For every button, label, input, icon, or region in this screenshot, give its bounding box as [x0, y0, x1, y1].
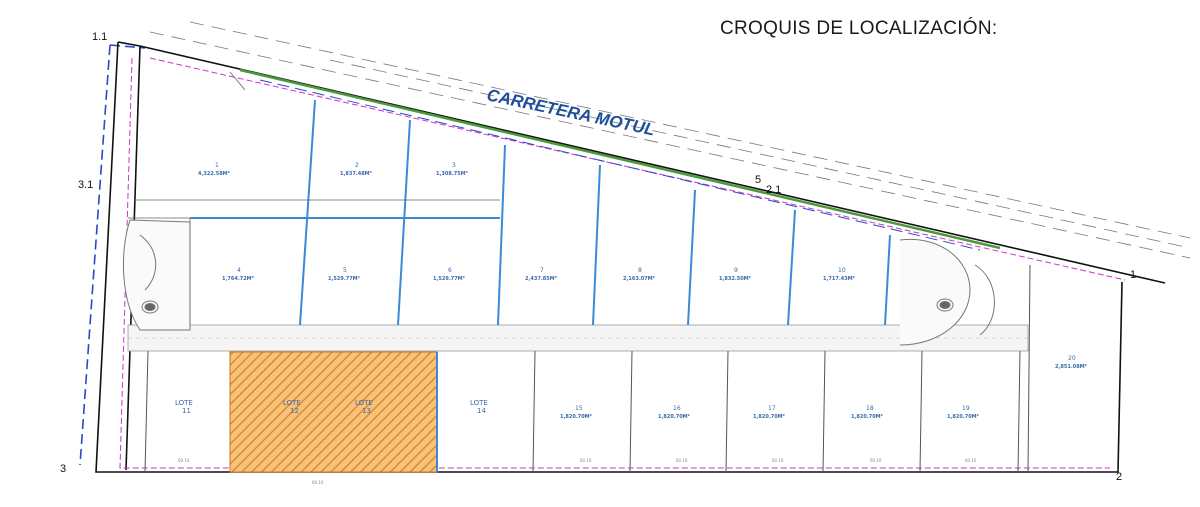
svg-text:1,820.70M²: 1,820.70M²: [658, 414, 690, 420]
lot-12: LOTE 12: [283, 399, 301, 415]
lot-7: 7 2,437.85M²: [525, 267, 557, 282]
road-dashes: [149, 21, 1191, 259]
roundabout-right: [899, 238, 995, 346]
lot-12-13-hatch: [229, 351, 438, 473]
svg-text:14: 14: [477, 407, 486, 415]
svg-text:60.10: 60.10: [580, 458, 592, 463]
lot-16: 16 1,820.70M²: [658, 405, 690, 420]
lot-2: 2 1,837.48M²: [340, 162, 372, 177]
svg-text:19: 19: [962, 405, 970, 412]
svg-text:1,529.77M²: 1,529.77M²: [433, 276, 465, 282]
lot-4: 4 1,764.72M²: [222, 267, 254, 282]
svg-text:11: 11: [182, 407, 191, 415]
svg-text:17: 17: [768, 405, 776, 412]
svg-text:4,322.58M²: 4,322.58M²: [198, 171, 230, 177]
road-edge-dashed: [259, 79, 981, 251]
svg-text:1,820.70M²: 1,820.70M²: [753, 414, 785, 420]
road-edge: [239, 68, 1001, 250]
corner-label-2: 2: [1116, 471, 1122, 483]
lot-lines: [190, 99, 891, 326]
lot-1: 1 4,322.58M²: [198, 162, 230, 177]
bottom-lot-lines: [144, 264, 1031, 473]
svg-text:1,837.48M²: 1,837.48M²: [340, 171, 372, 177]
svg-text:60.10: 60.10: [772, 458, 784, 463]
svg-text:1: 1: [215, 162, 219, 169]
svg-text:1,832.50M²: 1,832.50M²: [719, 276, 751, 282]
lot-20: 20 2,851.08M²: [1055, 355, 1087, 370]
corner-label-3: 3: [60, 463, 66, 475]
dimension-labels: 60.10 60.10 60.10 60.10 60.10 60.10 60.1…: [178, 458, 977, 485]
svg-text:1,308.75M²: 1,308.75M²: [436, 171, 468, 177]
svg-text:1,820.70M²: 1,820.70M²: [851, 414, 883, 420]
svg-text:2,851.08M²: 2,851.08M²: [1055, 364, 1087, 370]
lot-19: 19 1,820.70M²: [947, 405, 979, 420]
svg-text:LOTE: LOTE: [470, 399, 488, 407]
svg-text:13: 13: [362, 407, 371, 415]
svg-text:15: 15: [575, 405, 583, 412]
corner-label-1-1: 1.1: [92, 31, 107, 43]
dashed-blue-frame: [79, 44, 146, 466]
roundabout-left: [123, 219, 191, 331]
lot-18: 18 1,820.70M²: [851, 405, 883, 420]
lot-13: LOTE 13: [355, 399, 373, 415]
lot-17: 17 1,820.70M²: [753, 405, 785, 420]
svg-text:60.10: 60.10: [965, 458, 977, 463]
lot-8: 8 2,163.07M²: [623, 267, 655, 282]
lot-6: 6 1,529.77M²: [433, 267, 465, 282]
svg-text:1,717.43M²: 1,717.43M²: [823, 276, 855, 282]
svg-text:LOTE: LOTE: [175, 399, 193, 407]
svg-text:1,529.77M²: 1,529.77M²: [328, 276, 360, 282]
svg-text:12: 12: [290, 407, 299, 415]
svg-text:3: 3: [452, 162, 456, 169]
svg-text:LOTE: LOTE: [283, 399, 301, 407]
svg-text:8: 8: [638, 267, 642, 274]
lot-14: LOTE 14: [470, 399, 488, 415]
lot-9: 9 1,832.50M²: [719, 267, 751, 282]
svg-text:6: 6: [448, 267, 452, 274]
svg-text:20: 20: [1068, 355, 1076, 362]
svg-text:60.10: 60.10: [178, 458, 190, 463]
lot-labels: 1 4,322.58M² 2 1,837.48M² 3 1,308.75M² 4…: [175, 162, 1087, 420]
svg-text:1,764.72M²: 1,764.72M²: [222, 276, 254, 282]
svg-text:60.10: 60.10: [676, 458, 688, 463]
svg-text:4: 4: [237, 267, 241, 274]
lot-lines-gray: [128, 71, 500, 325]
lot-10: 10 1,717.43M²: [823, 267, 855, 282]
svg-text:LOTE: LOTE: [355, 399, 373, 407]
lot-11: LOTE 11: [175, 399, 193, 415]
svg-text:16: 16: [673, 405, 681, 412]
svg-text:18: 18: [866, 405, 874, 412]
svg-text:2,163.07M²: 2,163.07M²: [623, 276, 655, 282]
svg-text:1,820.70M²: 1,820.70M²: [947, 414, 979, 420]
svg-text:2,437.85M²: 2,437.85M²: [525, 276, 557, 282]
svg-text:1,820.70M²: 1,820.70M²: [560, 414, 592, 420]
corner-label-1: 1: [1130, 269, 1136, 281]
svg-text:60.10: 60.10: [870, 458, 882, 463]
lot-5: 5 1,529.77M²: [328, 267, 360, 282]
lot-3: 3 1,308.75M²: [436, 162, 468, 177]
corner-label-5: 5: [755, 174, 761, 186]
svg-text:60.10: 60.10: [312, 480, 324, 485]
svg-text:5: 5: [343, 267, 347, 274]
page-title: CROQUIS DE LOCALIZACIÓN:: [720, 18, 998, 39]
lot-15: 15 1,820.70M²: [560, 405, 592, 420]
svg-text:9: 9: [734, 267, 738, 274]
svg-text:2: 2: [355, 162, 359, 169]
corner-label-2-1: 2.1: [766, 184, 781, 196]
corner-label-3-1: 3.1: [78, 179, 93, 191]
svg-text:7: 7: [540, 267, 544, 274]
svg-text:10: 10: [838, 267, 846, 274]
